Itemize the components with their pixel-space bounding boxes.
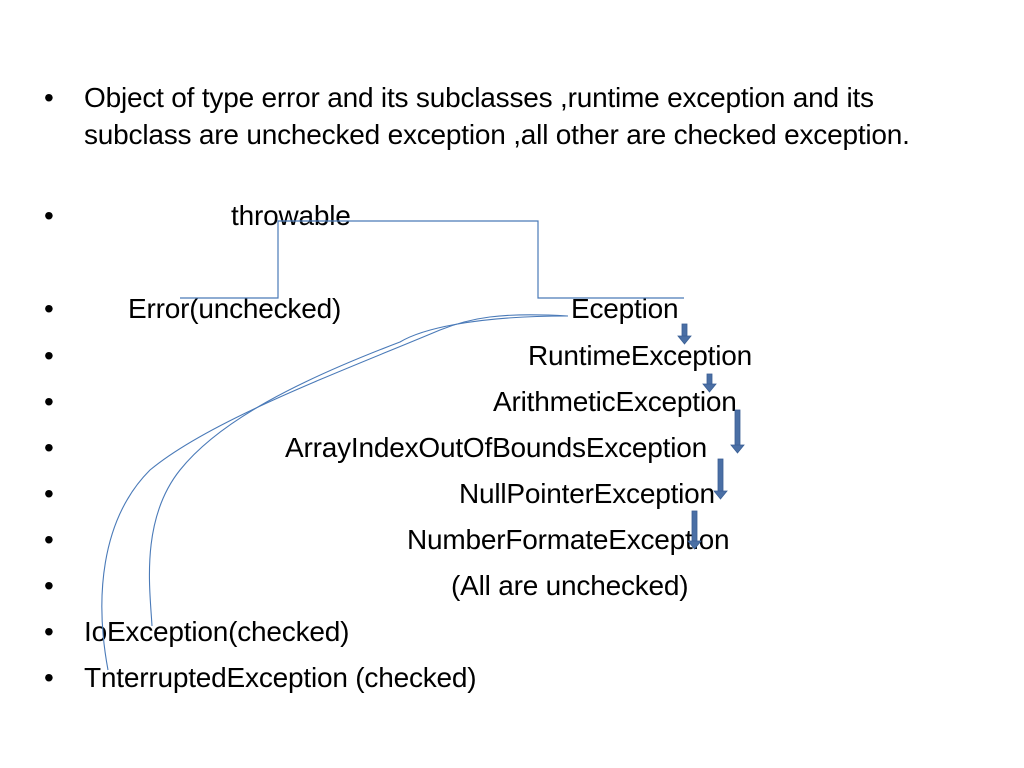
bullet-marker: • <box>44 293 54 324</box>
bullet-marker: • <box>44 82 54 113</box>
error-label: Error(unchecked) <box>128 293 342 324</box>
io-exception-label: IoException(checked) <box>84 616 350 647</box>
array-index-exception-label: ArrayIndexOutOfBoundsException <box>285 432 708 463</box>
exception-label: Eception <box>571 293 679 324</box>
arrow-to-null-pointer-icon <box>713 458 728 500</box>
null-pointer-exception-label: NullPointerException <box>459 478 715 509</box>
bullet-marker: • <box>44 386 54 417</box>
arithmetic-exception-label: ArithmeticException <box>493 386 737 417</box>
number-format-exception-label: NumberFormateException <box>407 524 730 555</box>
bullet-marker: • <box>44 200 54 231</box>
bullet-marker: • <box>44 570 54 601</box>
throwable-label: throwable <box>231 200 351 231</box>
bullet-marker: • <box>44 524 54 555</box>
interrupted-exception-label: TnterruptedException (checked) <box>84 662 477 693</box>
unchecked-note: (All are unchecked) <box>451 570 689 601</box>
bullet-marker: • <box>44 478 54 509</box>
bullet-marker: • <box>44 662 54 693</box>
intro-paragraph: Object of type error and its subclasses … <box>84 82 910 150</box>
bullet-marker: • <box>44 616 54 647</box>
tree-connector <box>390 220 684 299</box>
runtime-exception-label: RuntimeException <box>528 340 753 371</box>
bullet-marker: • <box>44 340 54 371</box>
bullet-marker: • <box>44 432 54 463</box>
